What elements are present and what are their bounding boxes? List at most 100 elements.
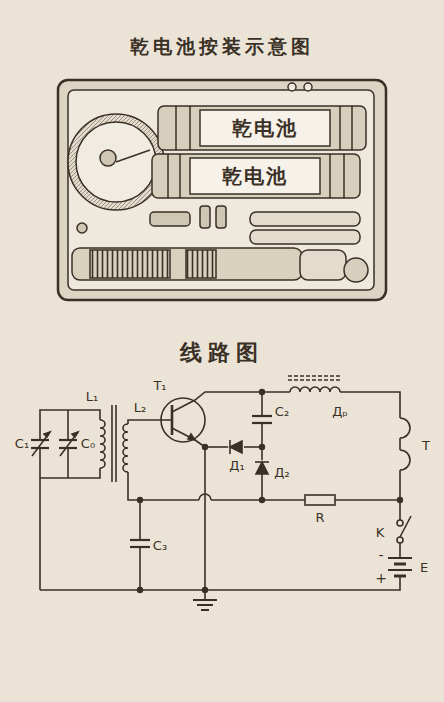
radio-illustration bbox=[250, 230, 360, 244]
part-label: L₂ bbox=[134, 401, 146, 415]
circuit-symbols bbox=[229, 440, 231, 454]
circuit-symbols bbox=[256, 462, 268, 474]
circuit-wires bbox=[399, 470, 401, 520]
circuit-wires bbox=[40, 576, 400, 590]
terminal-sign: - bbox=[378, 548, 383, 563]
circuit-symbols bbox=[255, 461, 269, 463]
circuit-symbols bbox=[398, 498, 403, 503]
circuit-wires bbox=[128, 472, 199, 500]
circuit-symbols bbox=[260, 390, 265, 395]
circuit-symbols bbox=[59, 447, 77, 449]
part-label: T₁ bbox=[153, 379, 166, 393]
circuit-wires bbox=[205, 446, 228, 448]
circuit-symbols bbox=[32, 432, 50, 456]
circuit-wires bbox=[40, 448, 100, 478]
circuit-wires bbox=[211, 499, 305, 501]
radio-illustration bbox=[351, 106, 353, 150]
circuit-wires bbox=[335, 499, 400, 501]
part-label: Д₂ bbox=[274, 466, 289, 480]
radio-illustration bbox=[150, 212, 190, 226]
circuit-wires bbox=[400, 516, 411, 537]
radio-illustration bbox=[116, 150, 150, 162]
circuit-wires bbox=[139, 547, 141, 590]
circuit-wires bbox=[130, 539, 150, 541]
radio-illustration bbox=[186, 250, 216, 278]
radio-illustration bbox=[300, 250, 346, 280]
circuit-wires bbox=[290, 387, 340, 392]
circuit-wires bbox=[261, 392, 263, 416]
radio-illustration bbox=[189, 106, 191, 150]
radio-illustration bbox=[190, 158, 320, 194]
circuit-wires bbox=[172, 392, 290, 412]
part-label: K bbox=[376, 526, 385, 540]
circuit-wires bbox=[139, 500, 141, 540]
radio-illustration bbox=[200, 110, 330, 146]
battery-label: 乾电池 bbox=[222, 165, 288, 187]
circuit-wires bbox=[261, 423, 263, 460]
circuit-wires bbox=[252, 422, 272, 424]
circuit-wires bbox=[197, 604, 213, 606]
circuit-symbols bbox=[260, 445, 265, 450]
circuit-wires bbox=[100, 420, 105, 468]
radio-illustration bbox=[90, 250, 170, 278]
radio-illustration bbox=[58, 80, 386, 300]
radio-illustration bbox=[77, 223, 87, 233]
battery-label: 乾电池 bbox=[232, 117, 298, 139]
radio-illustration bbox=[329, 154, 331, 198]
circuit-wires bbox=[288, 375, 342, 377]
circuit-symbols bbox=[203, 588, 208, 593]
radio-illustration bbox=[167, 154, 169, 198]
circuit-wires bbox=[388, 569, 412, 571]
radio-illustration bbox=[76, 122, 156, 202]
circuit-wires bbox=[399, 543, 401, 558]
circuit-wires bbox=[397, 537, 403, 543]
part-label: Д₁ bbox=[229, 459, 244, 473]
terminal-sign: + bbox=[375, 571, 387, 586]
part-label: C₀ bbox=[81, 437, 95, 451]
circuit-symbols bbox=[138, 588, 143, 593]
circuit-wires bbox=[400, 450, 410, 470]
circuit-wires bbox=[40, 410, 100, 440]
circuit-wires bbox=[40, 376, 412, 610]
circuit-wires bbox=[394, 563, 406, 566]
part-label: Дₚ bbox=[332, 405, 348, 419]
part-label: C₃ bbox=[153, 539, 167, 553]
circuit-wires bbox=[161, 398, 205, 442]
radio-illustration bbox=[179, 154, 181, 198]
circuit-wires bbox=[172, 428, 205, 600]
circuit-wires bbox=[388, 557, 412, 559]
circuit-symbols bbox=[44, 432, 50, 437]
heading: 线路图 bbox=[180, 340, 264, 364]
radio-illustration bbox=[200, 206, 210, 228]
radio-illustration bbox=[152, 154, 360, 198]
circuit-wires bbox=[252, 415, 272, 417]
circuit-symbols bbox=[60, 432, 78, 456]
circuit-symbols bbox=[31, 390, 402, 593]
radio-illustration bbox=[100, 150, 116, 166]
part-label: E bbox=[420, 561, 428, 575]
circuit-symbols bbox=[31, 439, 49, 441]
radio-illustration bbox=[68, 90, 374, 290]
radio-illustration bbox=[72, 248, 302, 280]
part-label: C₂ bbox=[275, 405, 289, 419]
circuit-wires bbox=[67, 410, 69, 440]
circuit-wires bbox=[67, 448, 69, 478]
circuit-wires bbox=[115, 405, 117, 482]
part-label: L₁ bbox=[86, 390, 98, 404]
circuit-wires bbox=[123, 424, 128, 472]
radio-illustration bbox=[175, 106, 177, 150]
radio-illustration bbox=[250, 212, 360, 226]
circuit-wires bbox=[130, 546, 150, 548]
circuit-symbols bbox=[260, 498, 265, 503]
circuit-wires bbox=[193, 599, 217, 601]
radio-illustration bbox=[344, 258, 368, 282]
radio-illustration bbox=[304, 83, 312, 91]
radio-illustration bbox=[288, 83, 296, 91]
circuit-wires bbox=[128, 420, 165, 424]
circuit-wires bbox=[111, 405, 113, 482]
radio-illustration bbox=[58, 80, 386, 300]
circuit-wires bbox=[400, 418, 410, 438]
circuit-symbols bbox=[72, 432, 78, 437]
radio-illustration bbox=[339, 106, 341, 150]
circuit-wires bbox=[201, 609, 209, 611]
